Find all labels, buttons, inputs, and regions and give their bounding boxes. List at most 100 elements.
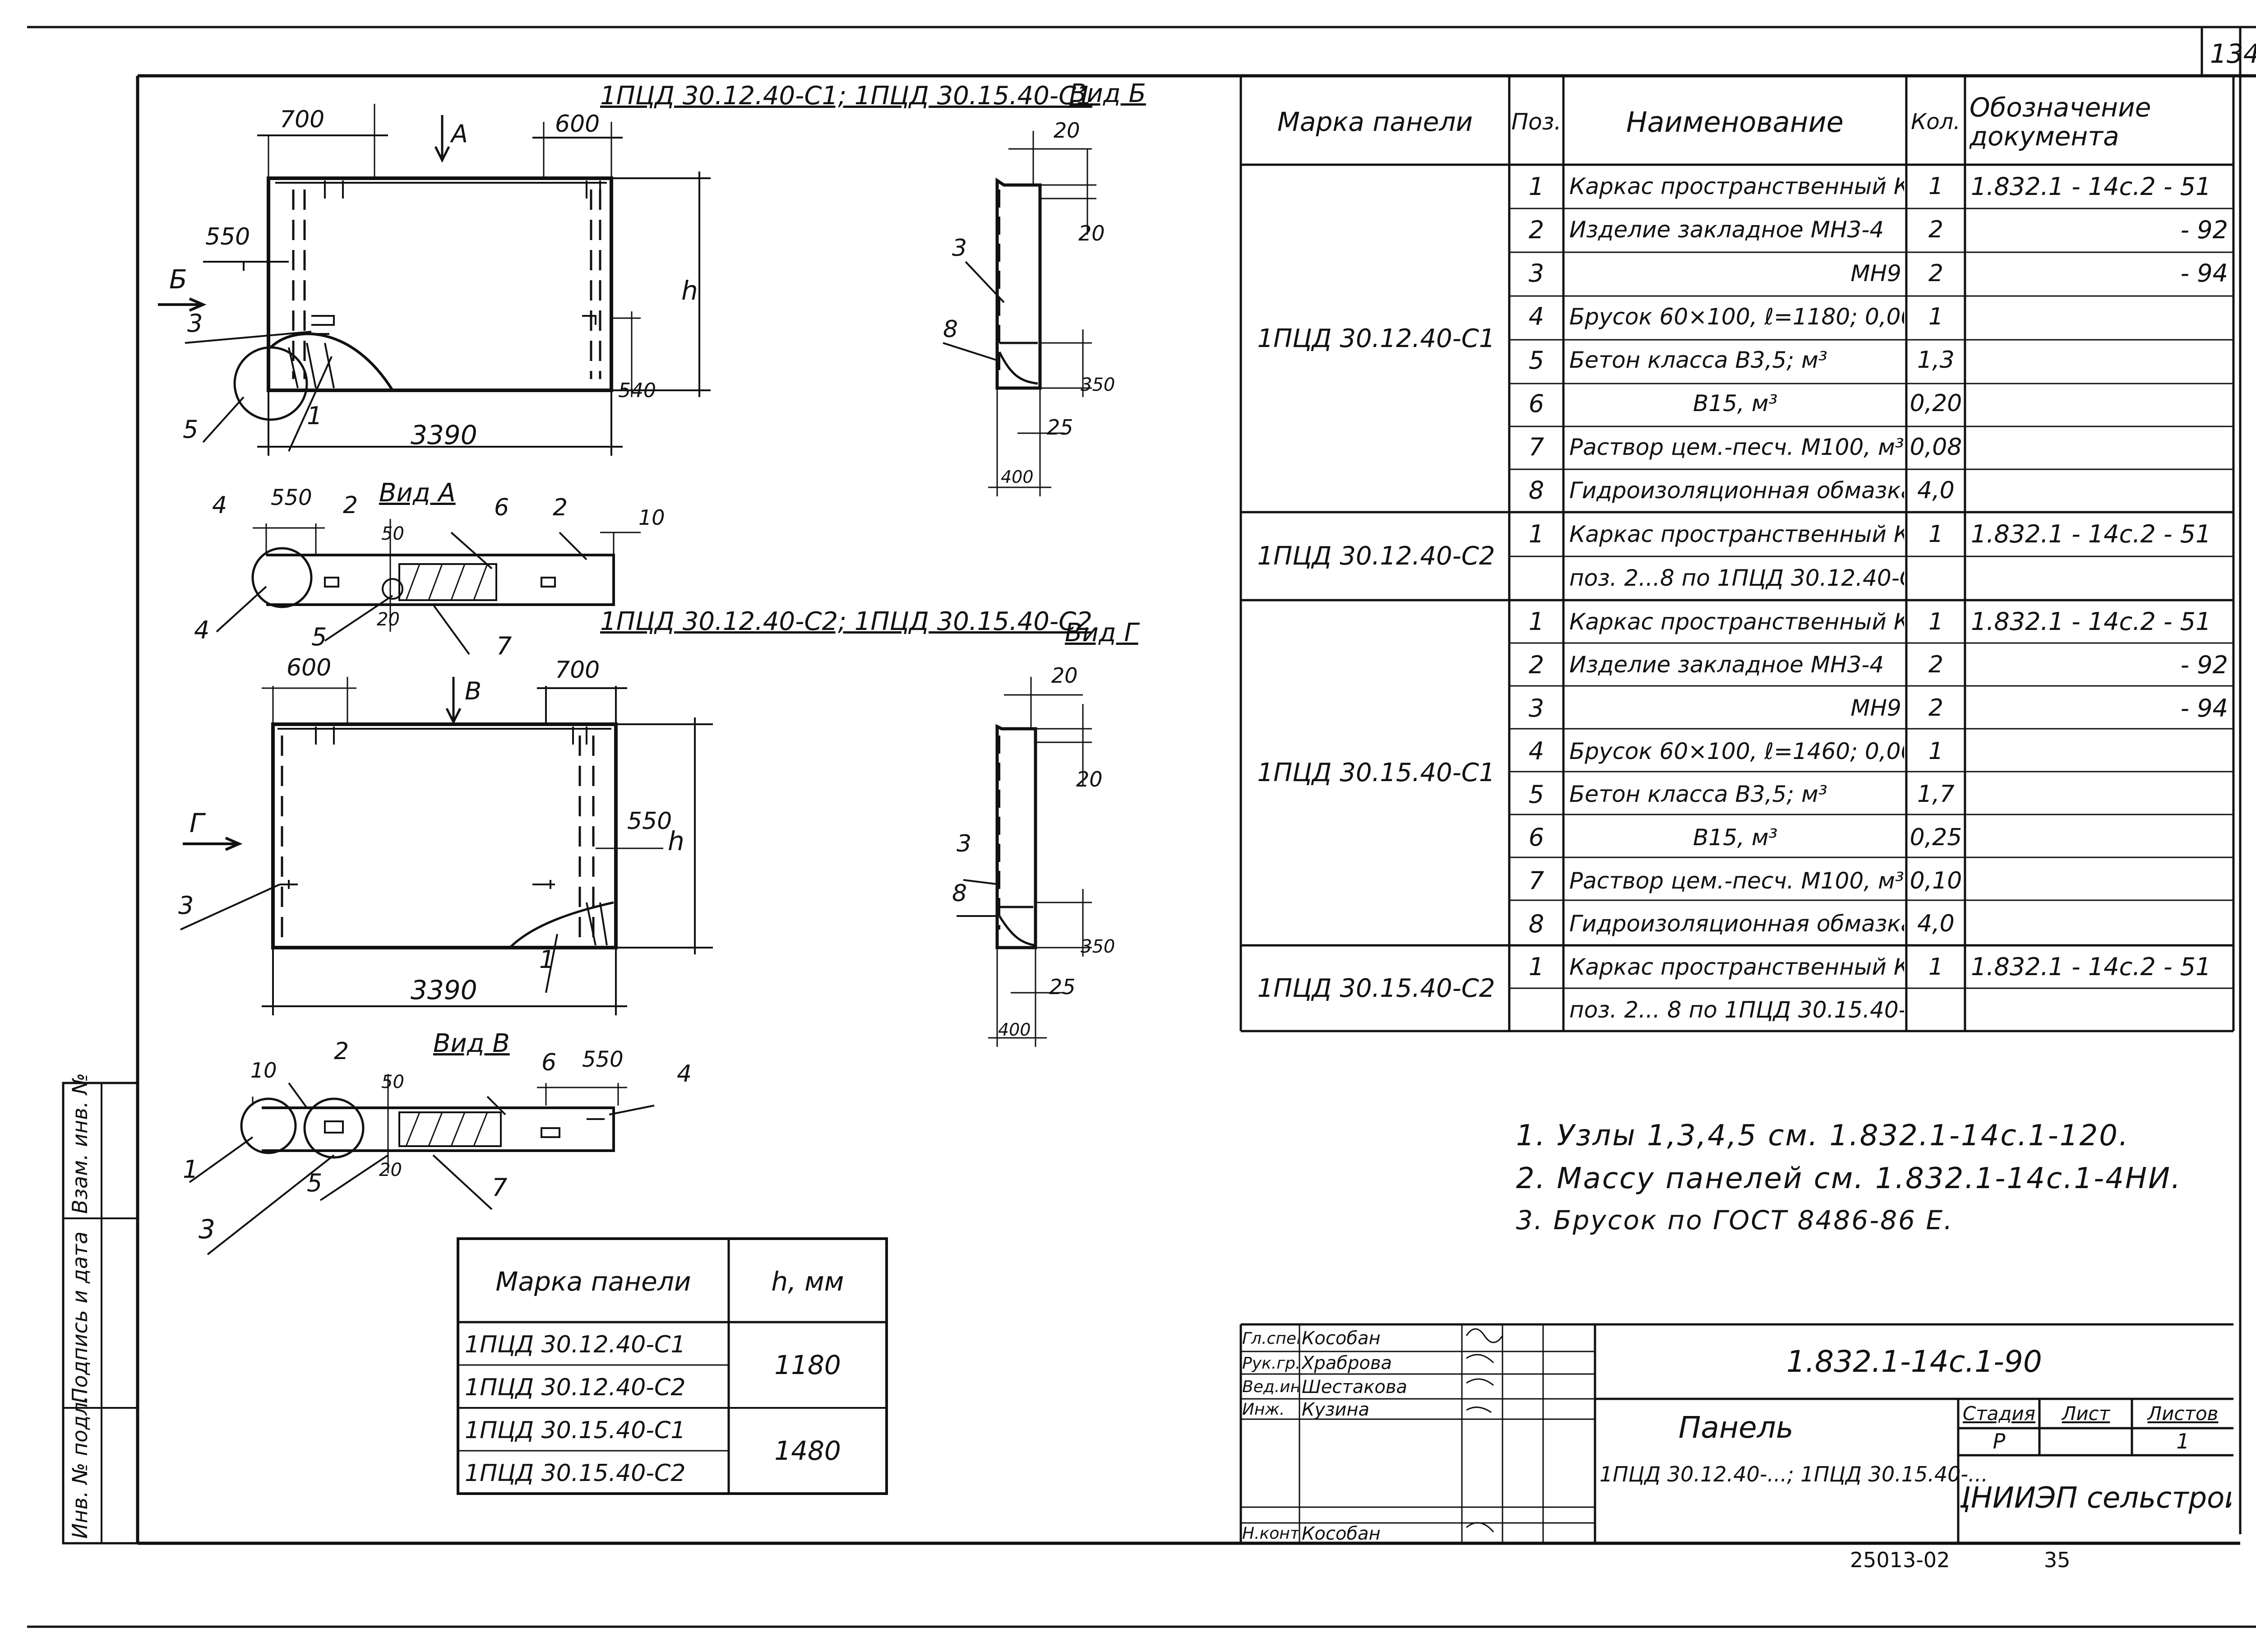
stamp-name: Храброва [1302, 1353, 1392, 1374]
view-v-label: Вид В [433, 1029, 510, 1058]
spec-cell-doc: 1.832.1 - 14с.2 - 51 [1971, 953, 2211, 981]
spec-cell-doc: - 92 [2180, 650, 2228, 679]
spec-cell-pos: 6 [1528, 823, 1544, 852]
h-table-mark: 1ПЦД 30.12.40-С1 [465, 1331, 686, 1358]
pos-2-v: 2 [334, 1038, 349, 1065]
dim-20-b: 20 [1054, 118, 1080, 143]
pos-4-a1: 4 [212, 492, 227, 519]
stamp-role: Гл.спец. [1242, 1329, 1299, 1348]
spec-cell-pos [1512, 556, 1561, 601]
h-value-1480: 1480 [774, 1435, 841, 1466]
spec-cell-qty: 2 [1928, 694, 1944, 722]
stamp-role: Н.контр. [1242, 1524, 1299, 1543]
spec-cell-name: Бетон класса В3,5; м³ [1569, 347, 1827, 374]
pos-1-top: 1 [307, 402, 323, 430]
note-item: 1. Узлы 1,3,4,5 см. 1.832.1-14с.1-120. [1516, 1119, 2130, 1152]
spec-cell-doc [1968, 902, 2231, 945]
spec-cell-doc [1968, 988, 2231, 1031]
spec-cell-qty: 4,0 [1917, 910, 1955, 938]
spec-cell-name: Брусок 60×100, ℓ=1180; 0,007м³ [1569, 303, 1904, 330]
spec-cell-pos: 7 [1528, 433, 1544, 462]
spec-cell-doc [1968, 295, 2231, 338]
stamp-sheets: 1 [2176, 1429, 2190, 1453]
dim-20-a: 20 [377, 609, 400, 630]
spec-cell-qty: 4,0 [1917, 477, 1955, 504]
spec-cell-pos: 5 [1528, 346, 1544, 375]
spec-cell-doc [1968, 859, 2231, 902]
stamp-name: Шестакова [1302, 1376, 1407, 1397]
spec-cell-doc [1968, 556, 2231, 601]
note-item: 3. Брусок по ГОСТ 8486-86 Е. [1516, 1205, 1954, 1236]
spec-cell-qty: 2 [1928, 651, 1944, 679]
spec-cell-name: В15, м³ [1693, 390, 1778, 417]
pos-4-v: 4 [677, 1060, 692, 1087]
h-table-mark: 1ПЦД 30.12.40-С2 [465, 1374, 686, 1401]
dim-3390-top: 3390 [411, 420, 477, 450]
spec-cell-name: МН9 [1850, 260, 1901, 287]
spec-cell-qty: 1 [1928, 953, 1944, 981]
arrow-b-label: Б [169, 264, 187, 295]
dim-700: 700 [280, 106, 325, 133]
pos-1-v: 1 [183, 1155, 199, 1184]
sheet-number: 134 [2210, 38, 2256, 69]
dim-20-b2: 20 [1078, 221, 1105, 245]
spec-cell-pos: 1 [1528, 172, 1544, 201]
header-name: Наименование [1626, 105, 1844, 139]
spec-cell-doc: 1.832.1 - 14с.2 - 51 [1971, 607, 2211, 636]
stamp-name: Кособан [1302, 1328, 1381, 1349]
stamp-title: Панель [1678, 1410, 1794, 1445]
stamp-sheets-label: Листов [2147, 1402, 2219, 1425]
spec-group-mark: 1ПЦД 30.12.40-С1 [1257, 324, 1495, 353]
spec-cell-qty: 1,7 [1917, 781, 1955, 808]
drawing-title-bottom: 1ПЦД 30.12.40-С2; 1ПЦД 30.15.40-С2 [600, 607, 1092, 636]
pos-6-v: 6 [541, 1049, 557, 1076]
dim-10-a: 10 [638, 505, 665, 530]
spec-cell-pos: 8 [1528, 476, 1544, 505]
spec-cell-name: В15, м³ [1693, 824, 1778, 851]
dim-550-bottom: 550 [627, 808, 672, 835]
spec-cell-name: Бетон класса В3,5; м³ [1569, 781, 1827, 808]
side-stamp-sign: Подпись и дата [68, 1231, 92, 1403]
dim-540: 540 [618, 379, 656, 402]
spec-cell-name: поз. 2...8 по 1ПЦД 30.12.40-С1 [1569, 565, 1904, 592]
spec-cell-doc [1968, 382, 2231, 425]
spec-cell-name: Брусок 60×100, ℓ=1460; 0,009м³ [1569, 738, 1904, 764]
drawing-title-top: 1ПЦД 30.12.40-С1; 1ПЦД 30.15.40-С1 [600, 81, 1092, 111]
spec-cell-pos: 3 [1528, 259, 1544, 288]
spec-cell-qty: 1 [1928, 737, 1944, 765]
stamp-sheet-label: Лист [2062, 1402, 2110, 1425]
dim-20-g: 20 [1051, 663, 1078, 688]
footer-code: 25013-02 [1850, 1548, 1950, 1572]
spec-cell-name: МН9 [1850, 695, 1901, 722]
dim-20-g2: 20 [1076, 767, 1103, 791]
dim-h-top: h [681, 275, 698, 306]
spec-cell-qty: 1 [1928, 303, 1944, 330]
spec-cell-doc [1968, 338, 2231, 382]
spec-cell-name: Каркас пространственный КП4-31 [1569, 608, 1904, 635]
spec-cell-pos: 6 [1528, 389, 1544, 418]
spec-cell-name: Раствор цем.-песч. М100, м³ [1569, 434, 1904, 460]
spec-cell-pos: 2 [1528, 650, 1544, 679]
stamp-stage-label: Стадия [1962, 1402, 2036, 1425]
spec-cell-pos: 1 [1528, 607, 1544, 636]
spec-cell-doc [1968, 469, 2231, 512]
h-table-mark: 1ПЦД 30.15.40-С2 [465, 1460, 686, 1487]
spec-cell-doc [1968, 773, 2231, 816]
view-a-label: Вид А [379, 478, 456, 508]
spec-cell-name: Гидроизоляционная обмазка, м² [1569, 911, 1904, 937]
header-pos: Поз. [1512, 109, 1561, 135]
arrow-a-label: А [451, 120, 468, 148]
spec-cell-qty: 1 [1928, 520, 1944, 548]
note-item: 2. Массу панелей см. 1.832.1-14с.1-4НИ. [1516, 1162, 2182, 1195]
side-stamp-inv: Инв. № подл. [68, 1395, 92, 1539]
pos-7-v: 7 [492, 1173, 508, 1202]
stamp-subtitle: 1ПЦД 30.12.40-...; 1ПЦД 30.15.40-... [1600, 1462, 1988, 1486]
stamp-role: Рук.гр. [1242, 1354, 1299, 1373]
side-stamp-replace: Взам. инв. № [68, 1073, 92, 1214]
dim-350-b: 350 [1081, 375, 1115, 395]
footer-page: 35 [2044, 1548, 2071, 1572]
dim-3390-bottom: 3390 [411, 975, 477, 1005]
spec-cell-doc: - 92 [2180, 215, 2228, 244]
dim-550-a: 550 [271, 485, 312, 510]
spec-cell-pos: 5 [1528, 780, 1544, 809]
